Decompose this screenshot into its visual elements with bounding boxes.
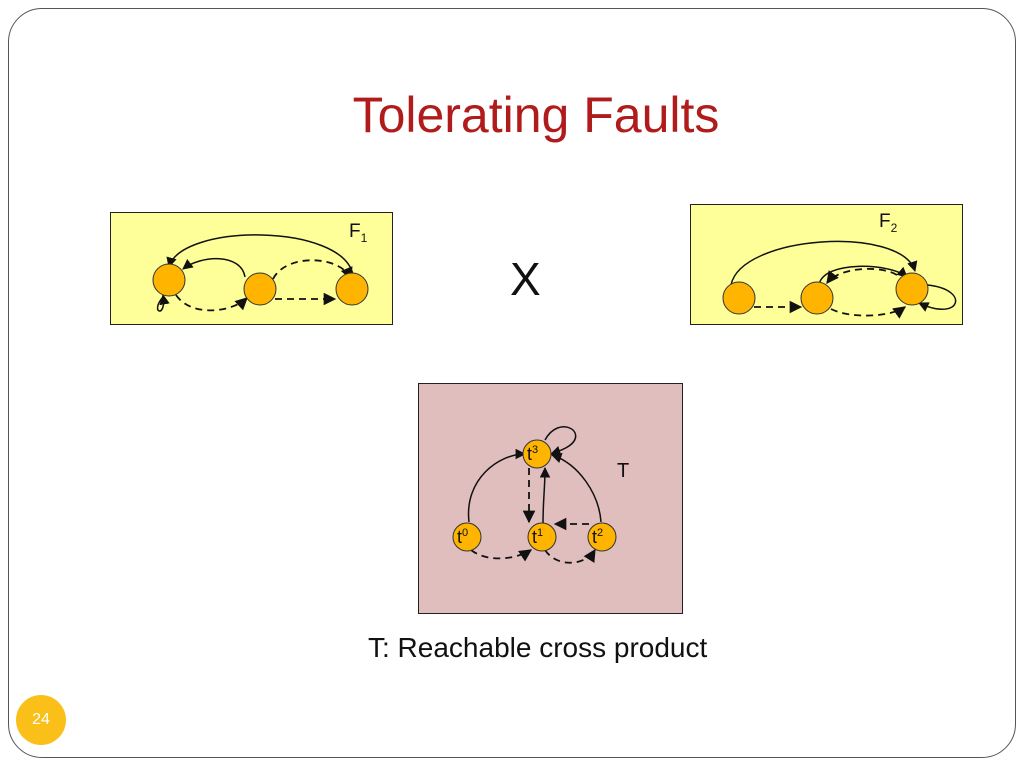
- f1-label: F1: [349, 221, 368, 245]
- f2-panel: F2: [690, 204, 963, 325]
- t-node-label-t0: t0: [457, 527, 469, 547]
- f1-edge-c-a: [166, 234, 354, 276]
- cross-product-symbol: X: [510, 253, 541, 305]
- t-node-label-t3: t3: [527, 444, 539, 464]
- f1-node-c: [335, 272, 369, 306]
- f2-edge-b-c-dashed: [830, 306, 907, 319]
- t-node-t0: [452, 522, 482, 552]
- f2-node-c: [895, 272, 929, 306]
- t-edge-t2-t3: [551, 453, 602, 523]
- f1-diagram: [152, 234, 369, 312]
- slide-title: Tolerating Faults: [352, 87, 720, 143]
- t-node-t2: [587, 522, 617, 552]
- f2-edge-b-c-solid: [818, 265, 908, 286]
- f1-edge-a-b: [175, 294, 248, 312]
- f1-panel: F1: [110, 212, 393, 325]
- f2-edge-a-c: [730, 240, 918, 286]
- t-node-t3: [522, 439, 552, 469]
- f2-self-loop-c: [918, 284, 957, 312]
- f2-diagram: [722, 240, 957, 319]
- t-self-loop-t3: [544, 426, 577, 456]
- t-edge-t1-t3: [539, 466, 551, 525]
- t-node-t1: [527, 522, 557, 552]
- slide-number-badge: 24: [16, 695, 66, 745]
- t-node-label-t2: t2: [592, 527, 604, 547]
- f1-edge-b-c-arc: [272, 259, 353, 281]
- t-edge-t1-t2: [544, 548, 596, 564]
- t-node-label-t1: t1: [532, 527, 544, 547]
- t-diagram: [452, 426, 617, 564]
- t-panel: T t0 t1 t2 t3: [418, 383, 683, 614]
- t-edge-t0-t1: [470, 549, 533, 562]
- f1-self-loop-a: [156, 293, 170, 312]
- f2-node-a: [722, 281, 756, 315]
- f2-label: F2: [879, 211, 898, 235]
- slide-frame: [8, 8, 1016, 758]
- f1-node-a: [152, 263, 186, 297]
- f2-edge-c-b-dashed: [826, 268, 898, 285]
- f1-edge-b-a: [182, 258, 246, 278]
- f2-node-b: [800, 281, 834, 315]
- f1-node-b: [243, 272, 277, 306]
- t-label: T: [617, 460, 630, 482]
- caption: T: Reachable cross product: [368, 632, 708, 663]
- t-edge-t0-t3: [467, 448, 527, 523]
